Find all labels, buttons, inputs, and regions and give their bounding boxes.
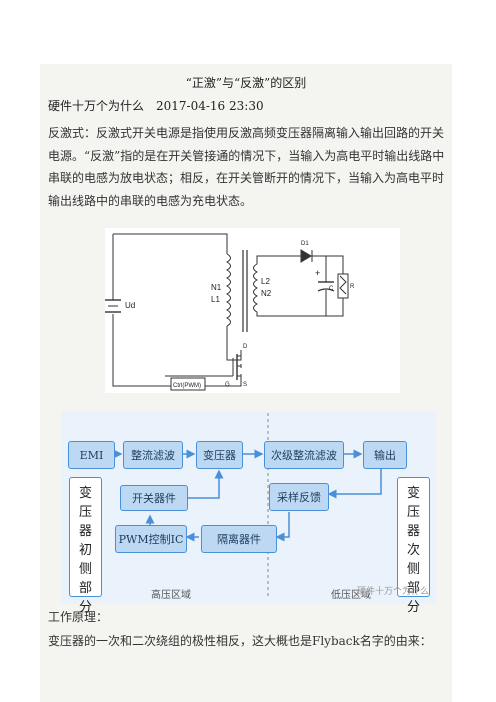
label-s: S	[243, 382, 247, 388]
label-g: G	[225, 382, 230, 388]
label-n2: N2	[261, 289, 272, 298]
load-resistor	[337, 273, 349, 299]
low-voltage-zone-label: 低压区域	[331, 590, 371, 601]
primary-side-label: 变 压 器 初 侧 部 分	[69, 477, 102, 615]
circuit-schematic: Ud N1 L1 L2 N2 D1 C R + D G S Ctrl(PWM)	[105, 233, 355, 391]
switching-power-block-diagram: EMI 整流滤波 变压器 次级整流滤波 输出 开关器件 采样反馈 PWM控制IC…	[61, 411, 436, 615]
emi-block: EMI	[68, 441, 115, 469]
output-block: 输出	[363, 441, 407, 469]
article-page: “正激”与“反激”的区别 硬件十万个为什么 2017-04-16 23:30 反…	[40, 64, 452, 702]
article-byline: 硬件十万个为什么 2017-04-16 23:30	[48, 99, 264, 113]
label-plus: +	[315, 268, 320, 278]
secondary-coil	[253, 263, 259, 313]
transformer-block: 变压器	[196, 441, 243, 469]
pwm-control-box	[170, 377, 206, 391]
intro-paragraph: 反激式：反激式开关电源是指使用反激高频变压器隔离输入输出回路的开关电源。“反激”…	[48, 126, 445, 208]
block-diagram-arrows	[113, 413, 382, 599]
flyback-circuit-diagram: Ud N1 L1 L2 N2 D1 C R + D G S Ctrl(PWM)	[105, 228, 400, 393]
label-d1: D1	[301, 241, 309, 247]
diode-d1	[300, 249, 312, 263]
article-title: “正激”与“反激”的区别	[185, 76, 307, 90]
label-c: C	[329, 286, 334, 292]
label-n1: N1	[211, 283, 222, 292]
high-voltage-zone-label: 高压区域	[151, 590, 191, 601]
label-pwm: Ctrl(PWM)	[173, 383, 201, 389]
isolation-device-block: 隔离器件	[201, 525, 277, 553]
secondary-rectifier-block: 次级整流滤波	[264, 441, 344, 469]
label-ud: Ud	[125, 301, 135, 310]
label-l2: L2	[261, 277, 270, 286]
primary-coil	[225, 253, 231, 327]
switch-device-block: 开关器件	[120, 485, 188, 511]
secondary-side-label: 变 压 器 次 侧 部 分	[397, 477, 430, 615]
sampling-feedback-block: 采样反馈	[269, 483, 329, 511]
section-text: 变压器的一次和二次绕组的极性相反，这大概也是Flyback名字的由来：	[48, 634, 432, 648]
label-l1: L1	[211, 295, 220, 304]
pwm-ic-block: PWM控制IC	[115, 525, 187, 553]
top-wire	[113, 233, 228, 254]
watermark: 硬件十万个为什么	[357, 587, 430, 597]
section-heading: 工作原理：	[48, 610, 109, 624]
label-r: R	[350, 284, 355, 290]
rectifier-block: 整流滤波	[123, 441, 183, 469]
label-d: D	[243, 344, 248, 350]
